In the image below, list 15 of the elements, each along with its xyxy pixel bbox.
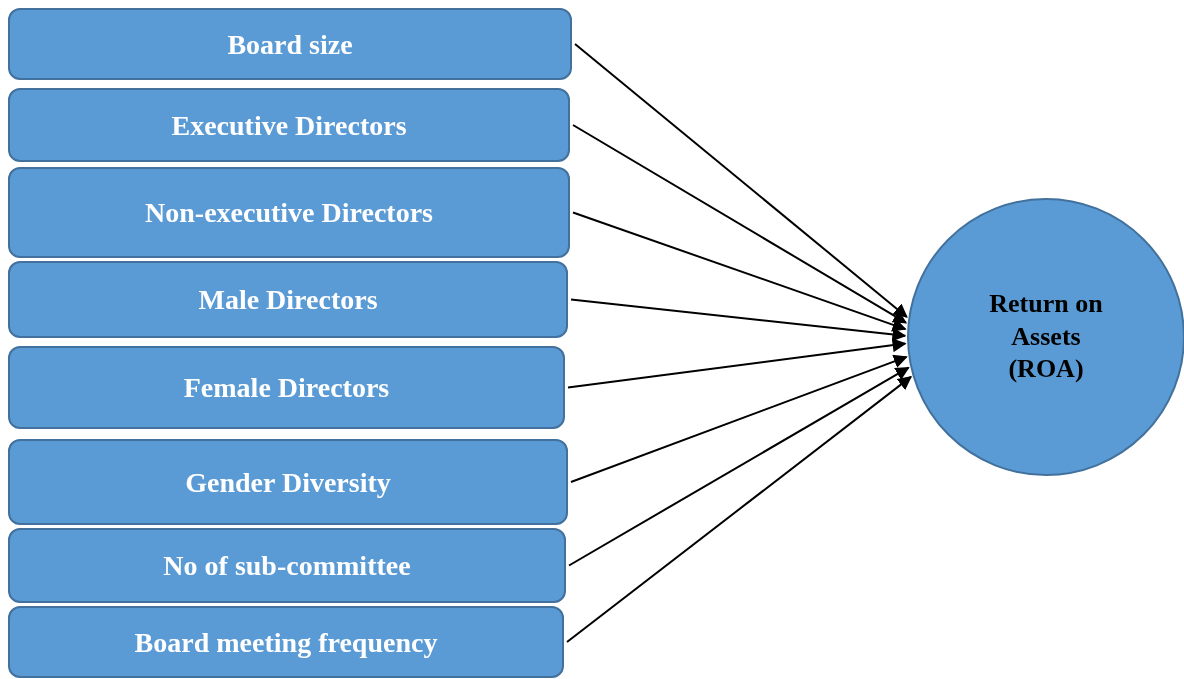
variable-box: Non-executive Directors — [8, 167, 570, 258]
variable-box: Male Directors — [8, 261, 568, 338]
arrow — [567, 338, 907, 389]
arrow — [574, 43, 908, 318]
arrow — [570, 298, 907, 342]
arrow — [572, 124, 908, 324]
arrow — [572, 211, 907, 332]
variable-box: Board meeting frequency — [8, 606, 564, 678]
variable-box: Executive Directors — [8, 88, 570, 162]
variable-box: Gender Diversity — [8, 439, 568, 525]
variable-box: Board size — [8, 8, 572, 80]
arrow — [570, 354, 908, 483]
variable-box: No of sub-committee — [8, 528, 566, 603]
arrow — [566, 375, 912, 643]
variable-box: Female Directors — [8, 346, 565, 429]
